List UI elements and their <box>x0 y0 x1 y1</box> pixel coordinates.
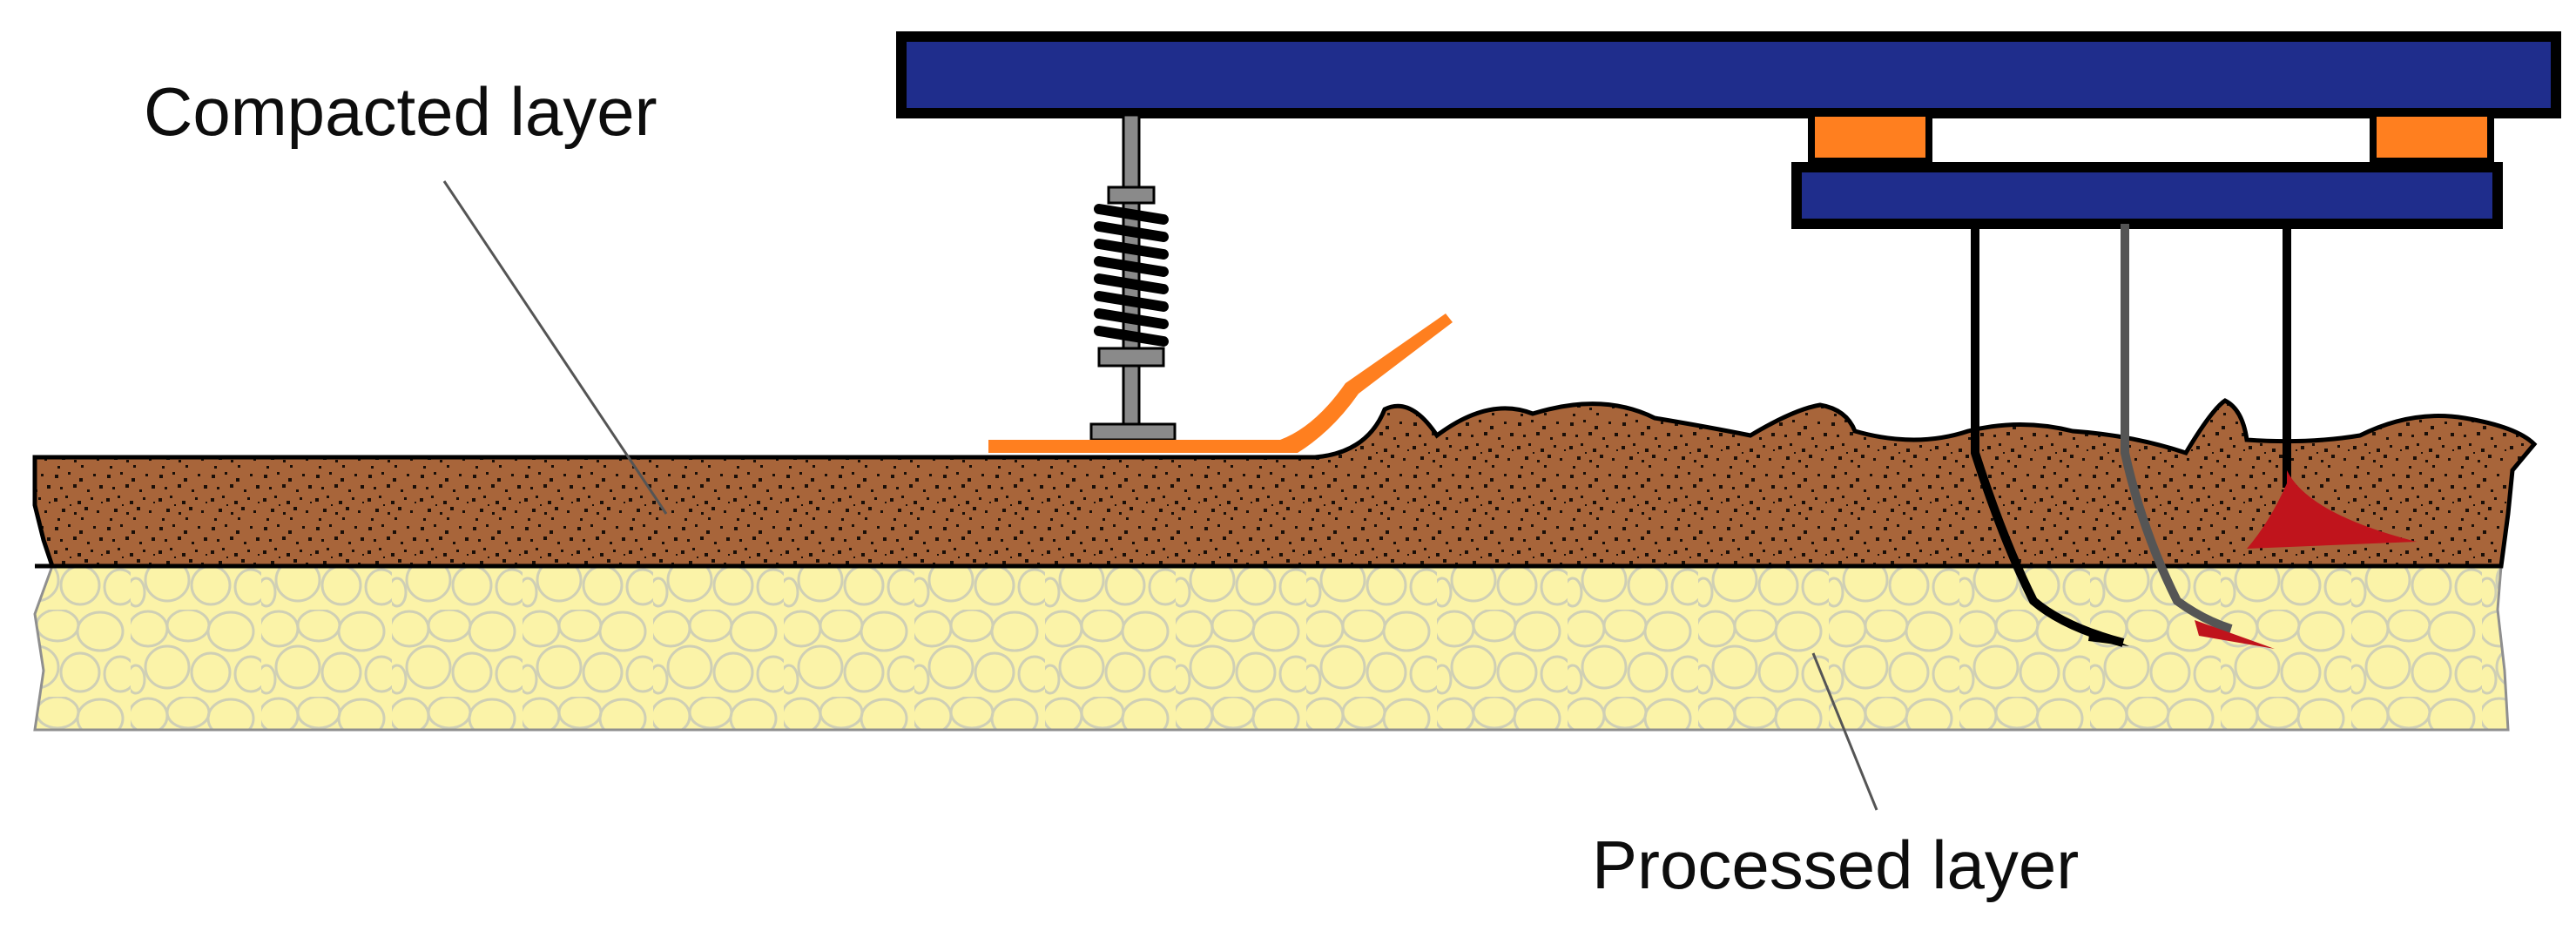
tine-middle-tip <box>2195 620 2275 649</box>
spring-bottom-cap <box>1097 347 1165 368</box>
spring-rod <box>1122 113 1141 439</box>
tine-left-tip <box>2088 629 2129 646</box>
processed-layer-label: Processed layer <box>1592 826 2079 903</box>
spring-coil <box>1094 204 1169 347</box>
spring-foot <box>1089 422 1177 442</box>
sub-frame-beam <box>1791 162 2503 229</box>
subsoil-layer <box>33 564 2510 732</box>
spring-top-cap <box>1107 186 1156 205</box>
spring-leveler <box>1089 113 1177 442</box>
tine-middle <box>2121 224 2233 633</box>
orange-spacer-right <box>2370 110 2494 165</box>
leveling-blade <box>988 314 1453 453</box>
orange-spacer-left <box>1808 110 1932 165</box>
compacted-layer-label: Compacted layer <box>144 73 657 150</box>
topsoil-layer <box>32 398 2538 569</box>
main-frame-beam <box>896 31 2561 118</box>
tine-right-share <box>2247 470 2417 549</box>
tine-left <box>1971 224 2125 647</box>
processed-layer-leader <box>1811 652 1878 811</box>
compacted-layer-leader <box>442 180 668 515</box>
